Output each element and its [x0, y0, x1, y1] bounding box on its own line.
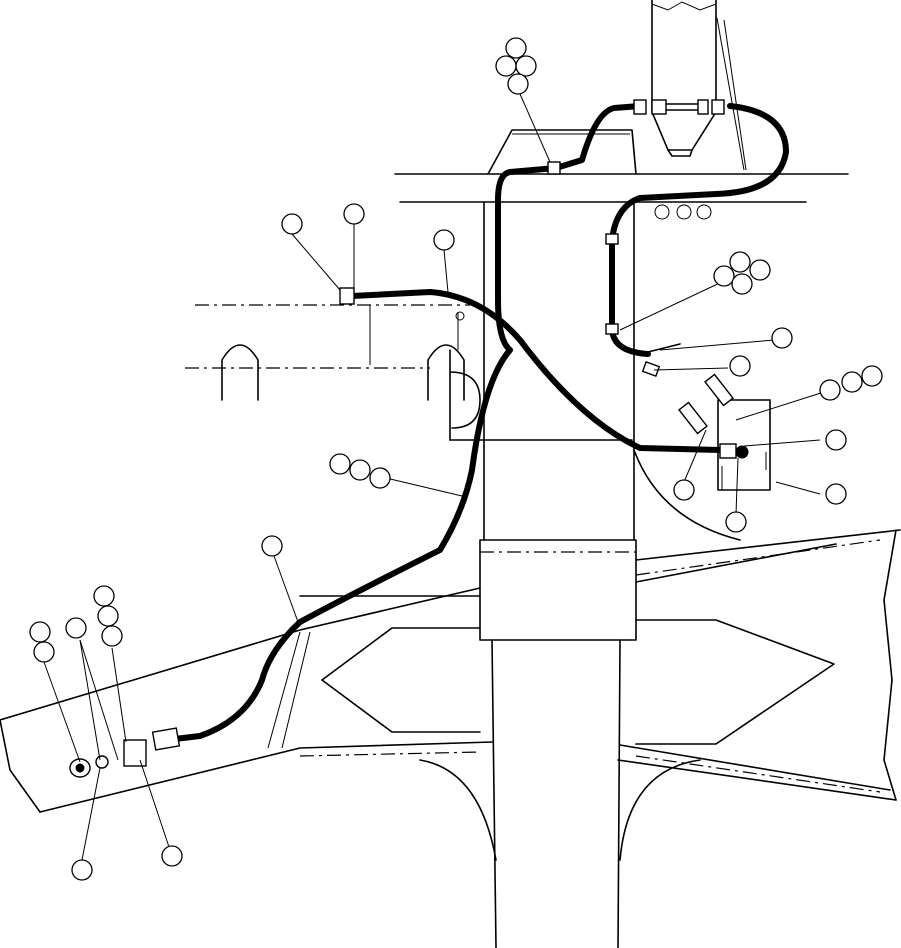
- callout-bubble[interactable]: [725, 511, 747, 533]
- hose-top-loop: [553, 103, 643, 171]
- callout-bubble[interactable]: [71, 859, 93, 881]
- callout-bubble[interactable]: [29, 621, 51, 643]
- right-lug-bracket: [633, 399, 771, 541]
- callout-bubble[interactable]: [825, 483, 847, 505]
- callout-bubble[interactable]: [771, 327, 793, 349]
- frame-beams: [0, 529, 901, 861]
- callout-bubbles: [29, 37, 883, 881]
- callout-bubble[interactable]: [33, 641, 55, 663]
- callout-bubble[interactable]: [825, 429, 847, 451]
- callout-bubble[interactable]: [505, 37, 527, 59]
- callout-bubble[interactable]: [343, 203, 365, 225]
- callout-bubble[interactable]: [749, 259, 771, 281]
- callout-bubble[interactable]: [369, 467, 391, 489]
- callout-bubble[interactable]: [495, 55, 517, 77]
- callout-bubble[interactable]: [281, 213, 303, 235]
- callout-bubble[interactable]: [861, 365, 883, 387]
- hoses: [163, 103, 789, 743]
- callout-bubble[interactable]: [349, 459, 371, 481]
- leader-lines: [43, 93, 825, 861]
- hose-main-left: [163, 165, 559, 743]
- hose-right-loop: [609, 103, 789, 357]
- callout-bubble[interactable]: [819, 379, 841, 401]
- callout-bubble[interactable]: [673, 479, 695, 501]
- callout-bubble[interactable]: [261, 535, 283, 557]
- upper-column: [651, 0, 747, 171]
- callout-bubble[interactable]: [729, 251, 751, 273]
- callout-bubble[interactable]: [97, 605, 119, 627]
- callout-bubble[interactable]: [731, 273, 753, 295]
- central-column: [449, 201, 637, 948]
- top-plate: [394, 129, 849, 220]
- callout-bubble[interactable]: [101, 625, 123, 647]
- callout-bubble[interactable]: [433, 229, 455, 251]
- callout-bubble[interactable]: [161, 845, 183, 867]
- callout-bubble[interactable]: [65, 617, 87, 639]
- fittings: [69, 99, 749, 778]
- callout-bubble[interactable]: [507, 73, 529, 95]
- callout-bubble[interactable]: [515, 55, 537, 77]
- callout-bubble[interactable]: [729, 355, 751, 377]
- callout-bubble[interactable]: [93, 585, 115, 607]
- callout-bubble[interactable]: [713, 265, 735, 287]
- left-bracket: [185, 304, 481, 441]
- callout-bubble[interactable]: [841, 371, 863, 393]
- callout-bubble[interactable]: [329, 453, 351, 475]
- hose-cross-right: [349, 289, 723, 453]
